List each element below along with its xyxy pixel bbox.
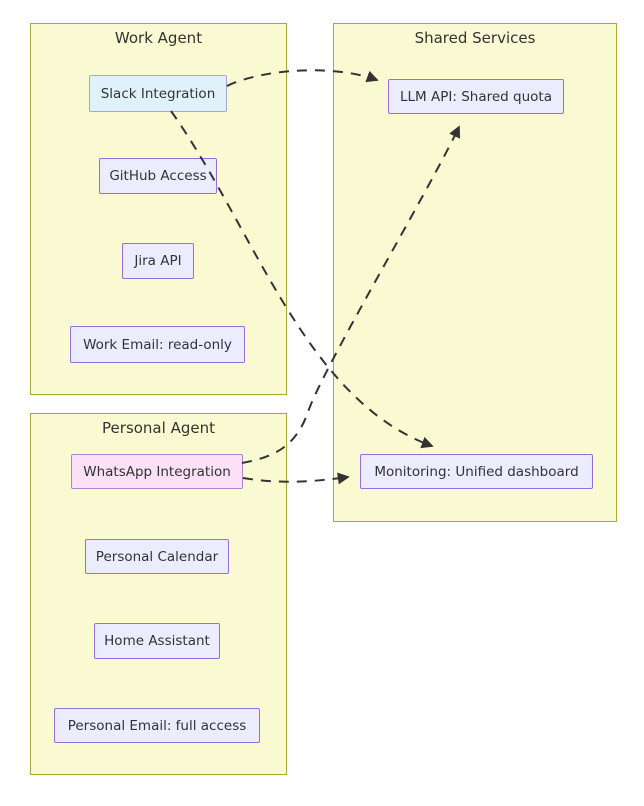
node-whatsapp-integration-label: WhatsApp Integration <box>83 463 231 480</box>
node-llm-api-label: LLM API: Shared quota <box>400 88 552 105</box>
node-slack-integration-label: Slack Integration <box>100 85 216 102</box>
node-work-email: Work Email: read-only <box>70 326 245 363</box>
node-personal-email: Personal Email: full access <box>54 708 260 743</box>
node-jira-api-label: Jira API <box>134 253 182 269</box>
node-home-assistant: Home Assistant <box>94 623 220 659</box>
cluster-work-agent-title: Work Agent <box>114 29 203 47</box>
node-jira-api: Jira API <box>122 243 194 279</box>
node-monitoring: Monitoring: Unified dashboard <box>360 454 593 489</box>
cluster-personal-agent: Personal Agent WhatsApp Integration Pers… <box>30 413 287 775</box>
node-work-email-label: Work Email: read-only <box>83 336 232 353</box>
cluster-personal-agent-title: Personal Agent <box>102 419 215 437</box>
node-slack-integration: Slack Integration <box>89 75 227 112</box>
node-personal-email-label: Personal Email: full access <box>67 717 247 734</box>
cluster-work-agent: Work Agent Slack Integration GitHub Acce… <box>30 23 287 395</box>
node-whatsapp-integration: WhatsApp Integration <box>71 454 243 489</box>
node-monitoring-label: Monitoring: Unified dashboard <box>374 463 579 480</box>
node-github-access: GitHub Access <box>99 158 217 194</box>
cluster-shared-services: Shared Services LLM API: Shared quota Mo… <box>333 23 617 522</box>
node-github-access-label: GitHub Access <box>109 168 207 184</box>
node-personal-calendar-label: Personal Calendar <box>95 548 219 565</box>
cluster-shared-services-title: Shared Services <box>414 29 536 47</box>
node-personal-calendar: Personal Calendar <box>85 539 229 574</box>
node-llm-api: LLM API: Shared quota <box>388 79 564 114</box>
node-home-assistant-label: Home Assistant <box>104 633 210 649</box>
